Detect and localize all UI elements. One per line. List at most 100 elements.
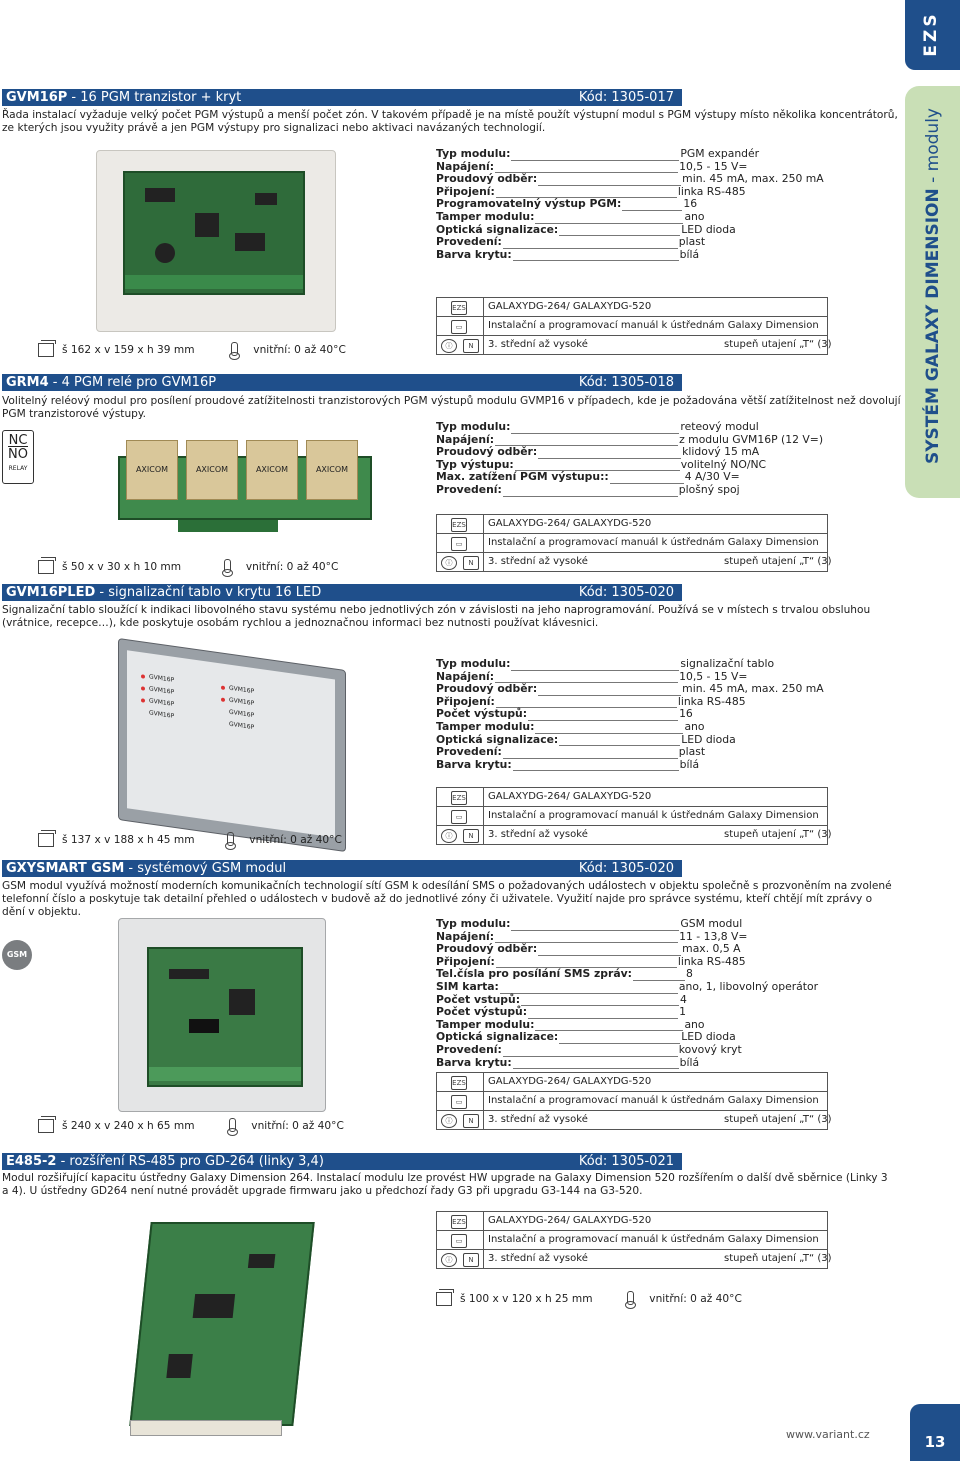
spec-row: Proudový odběr:klidový 15 mA	[436, 445, 760, 459]
spec-row: Tamper modulu:ano	[436, 209, 705, 224]
gvm16pled-product-image: GVM16P GVM16P GVM16P GVM16P GVM16P GVM16…	[118, 638, 346, 853]
dimensions-row: š 50 x v 30 x h 10 mm vnitřní: 0 až 40°C	[38, 557, 339, 577]
nbu-icon: N	[463, 1253, 479, 1267]
product-description: Řada instalací vyžaduje velký počet PGM …	[2, 109, 902, 135]
gsm-badge-icon: GSM	[2, 940, 32, 970]
product-description: Modul rozšiřující kapacitu ústředny Gala…	[2, 1172, 902, 1198]
certification-icon: EZS	[451, 301, 467, 315]
thermometer-icon	[218, 559, 236, 577]
grm4-product-image: AXICOM AXICOM AXICOM AXICOM	[118, 436, 376, 536]
product-description: Signalizační tablo sloužící k indikaci l…	[2, 604, 902, 630]
spec-row: Programovatelný výstup PGM:16	[436, 197, 698, 211]
dimensions: š 162 x v 159 x h 39 mm	[62, 344, 195, 356]
product-code: Kód: 1305-020	[578, 861, 674, 876]
certification-icon: EZS	[451, 791, 467, 805]
spec-row: Barva krytu:bílá	[436, 247, 700, 262]
description-line: (vrátnice, recepce…), kde poskytuje osob…	[2, 617, 599, 629]
manual-icon: ▭	[451, 537, 467, 551]
box-icon	[38, 340, 56, 357]
description-line: a 4). U ústředny GD264 není nutné provád…	[2, 1185, 643, 1197]
section-tab-label: EZS	[921, 11, 941, 57]
manual-icon: ▭	[451, 1234, 467, 1248]
spec-row: Provedení:plast	[436, 235, 706, 249]
product-subtitle: - 16 PGM tranzistor + kryt	[67, 90, 242, 105]
pcb-board	[123, 171, 305, 295]
product-code: Kód: 1305-020	[578, 585, 674, 600]
manual-reference: Instalační a programovací manuál k ústře…	[488, 1234, 819, 1245]
grade-icon: ⓘ	[441, 829, 457, 843]
product-code: Kód: 1305-018	[578, 375, 674, 390]
manual-icon: ▭	[451, 320, 467, 334]
spec-row: Počet výstupů:1	[436, 1005, 686, 1019]
spec-row: Typ modulu:PGM expandér	[436, 147, 760, 161]
compatibility: GALAXYDG-264/ GALAXYDG-520	[488, 1076, 652, 1087]
section-header-gxysmart: GXYSMART GSM - systémový GSM modul Kód: …	[2, 860, 682, 877]
spec-row: Provedení:plast	[436, 745, 706, 759]
spec-row: Proudový odběr:min. 45 mA, max. 250 mA	[436, 172, 824, 186]
dimensions: š 50 x v 30 x h 10 mm	[62, 561, 182, 573]
product-title: E485-2	[6, 1154, 57, 1169]
nbu-icon: N	[463, 339, 479, 353]
compatibility: GALAXYDG-264/ GALAXYDG-520	[488, 301, 652, 312]
spec-row: Počet výstupů:16	[436, 707, 693, 721]
spec-row: Napájení:z modulu GVM16P (12 V=)	[436, 432, 824, 447]
product-subtitle: - systémový GSM modul	[124, 861, 287, 876]
temperature-range: vnitřní: 0 až 40°C	[245, 561, 339, 573]
e485-product-image	[120, 1212, 320, 1442]
box-icon	[38, 557, 56, 574]
spec-row: Počet vstupů:4	[436, 992, 687, 1007]
spec-row: Tel.čísla pro posílání SMS zpráv:8	[436, 967, 693, 981]
spec-row: Provedení:plošný spoj	[436, 482, 740, 497]
spec-row: Napájení:10,5 - 15 V=	[436, 669, 748, 684]
temperature-range: vnitřní: 0 až 40°C	[649, 1293, 742, 1305]
temperature-range: vnitřní: 0 až 40°C	[251, 1120, 344, 1132]
spec-row: Proudový odběr:max. 0,5 A	[436, 942, 741, 956]
thermometer-icon	[621, 1291, 639, 1309]
thermometer-icon	[221, 832, 239, 850]
thermometer-icon	[223, 1118, 241, 1136]
manual-icon: ▭	[451, 810, 467, 824]
dimensions-row: š 100 x v 120 x h 25 mm vnitřní: 0 až 40…	[436, 1289, 742, 1309]
description-line: GSM modul využívá možností moderních kom…	[2, 880, 892, 892]
section-header-e485: E485-2 - rozšíření RS-485 pro GD-264 (li…	[2, 1153, 682, 1170]
manual-reference: Instalační a programovací manuál k ústře…	[488, 537, 819, 548]
gxysmart-product-image	[118, 918, 326, 1112]
spec-row: Typ modulu:signalizační tablo	[436, 657, 775, 671]
relay-badge-icon: NC NO RELAY	[2, 430, 34, 484]
certification-icon: EZS	[451, 1076, 467, 1090]
spec-row: Optická signalizace:LED dioda	[436, 1030, 736, 1044]
relay-brand: AXICOM	[135, 465, 169, 474]
thermometer-icon	[225, 342, 243, 360]
description-line: Řada instalací vyžaduje velký počet PGM …	[2, 109, 898, 121]
grade-icon: ⓘ	[441, 339, 457, 353]
section-tab: EZS	[905, 0, 960, 70]
product-subtitle: - signalizační tablo v krytu 16 LED	[95, 585, 322, 600]
spec-row: Připojení:linka RS-485	[436, 694, 746, 709]
dimensions-row: š 162 x v 159 x h 39 mm vnitřní: 0 až 40…	[38, 340, 346, 360]
box-icon	[38, 1116, 56, 1133]
product-code: Kód: 1305-017	[578, 90, 674, 105]
product-title: GVM16P	[6, 90, 68, 105]
dimensions-row: š 137 x v 188 x h 45 mm vnitřní: 0 až 40…	[38, 830, 342, 850]
spec-row: Připojení:linka RS-485	[436, 954, 746, 969]
section-header-grm4: GRM4 - 4 PGM relé pro GVM16P Kód: 1305-0…	[2, 374, 682, 391]
category-band-bold: SYSTÉM GALAXY DIMENSION	[923, 188, 943, 464]
spec-row: Proudový odběr:min. 45 mA, max. 250 mA	[436, 682, 824, 696]
box-icon	[38, 830, 56, 847]
nbu-icon: N	[463, 1114, 479, 1128]
dimensions: š 100 x v 120 x h 25 mm	[460, 1293, 593, 1305]
product-title: GRM4	[6, 375, 49, 390]
section-header-gvm16p: GVM16P - 16 PGM tranzistor + kryt Kód: 1…	[2, 89, 682, 106]
spec-list-gvm16pled: Typ modulu:signalizační tablo Napájení:1…	[436, 657, 824, 772]
grade-icon: ⓘ	[441, 556, 457, 570]
nbu-icon: N	[463, 556, 479, 570]
description-line: dění v objektu.	[2, 906, 81, 918]
footer-url[interactable]: www.variant.cz	[786, 1428, 870, 1441]
spec-list-grm4: Typ modulu:reteový modul Napájení:z modu…	[436, 420, 824, 497]
